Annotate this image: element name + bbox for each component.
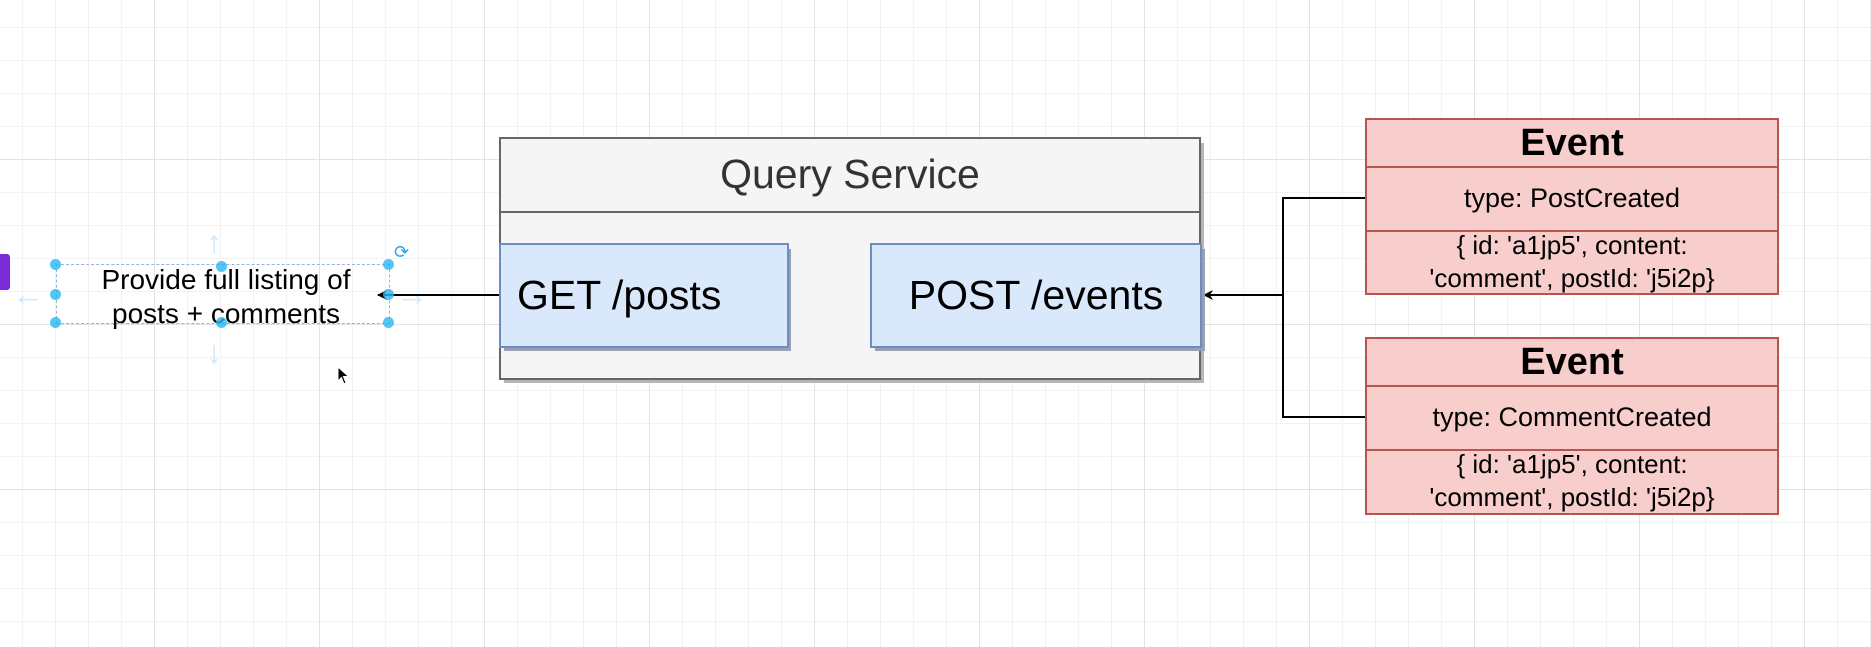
resize-handle-bottom[interactable] <box>216 317 227 328</box>
event-payload: { id: 'a1jp5', content: 'comment', postI… <box>1367 230 1777 293</box>
event-commentcreated-connector[interactable] <box>1282 295 1365 418</box>
sidebar-toggle-tab[interactable] <box>0 254 10 290</box>
mouse-cursor-icon <box>337 366 350 385</box>
post-events-route[interactable]: POST /events <box>870 243 1202 348</box>
event-postcreated-connector[interactable] <box>1282 197 1365 295</box>
event-commentcreated-table[interactable]: Event type: CommentCreated { id: 'a1jp5'… <box>1365 337 1779 515</box>
resize-handle-left[interactable] <box>50 289 61 300</box>
annotation-label[interactable]: Provide full listing of posts + comments <box>66 263 386 329</box>
resize-handle-bottom-left[interactable] <box>50 317 61 328</box>
event-type: type: PostCreated <box>1367 166 1777 232</box>
resize-handle-top[interactable] <box>216 261 227 272</box>
event-type: type: CommentCreated <box>1367 385 1777 451</box>
event-postcreated-table[interactable]: Event type: PostCreated { id: 'a1jp5', c… <box>1365 118 1779 295</box>
rotate-handle-icon[interactable]: ⟳ <box>394 242 410 262</box>
event-payload-line: { id: 'a1jp5', content: <box>1456 449 1688 479</box>
event-header: Event <box>1367 339 1777 387</box>
connect-left-arrow-icon[interactable]: ← <box>12 276 44 312</box>
get-posts-route[interactable]: GET /posts <box>499 243 789 348</box>
query-service-title: Query Service <box>499 137 1201 213</box>
connect-right-arrow-icon[interactable]: → <box>396 276 428 312</box>
resize-handle-right[interactable] <box>383 289 394 300</box>
event-header: Event <box>1367 120 1777 168</box>
connect-down-arrow-icon[interactable]: ↓ <box>206 334 222 370</box>
event-payload: { id: 'a1jp5', content: 'comment', postI… <box>1367 449 1777 513</box>
event-payload-line: 'comment', postId: 'j5i2p} <box>1429 482 1715 512</box>
event-payload-line: 'comment', postId: 'j5i2p} <box>1429 262 1715 293</box>
resize-handle-top-right[interactable] <box>383 259 394 270</box>
annotation-line: posts + comments <box>112 298 340 329</box>
event-payload-line: { id: 'a1jp5', content: <box>1456 229 1688 260</box>
resize-handle-top-left[interactable] <box>50 259 61 270</box>
resize-handle-bottom-right[interactable] <box>383 317 394 328</box>
connect-up-arrow-icon[interactable]: ↑ <box>206 224 222 260</box>
